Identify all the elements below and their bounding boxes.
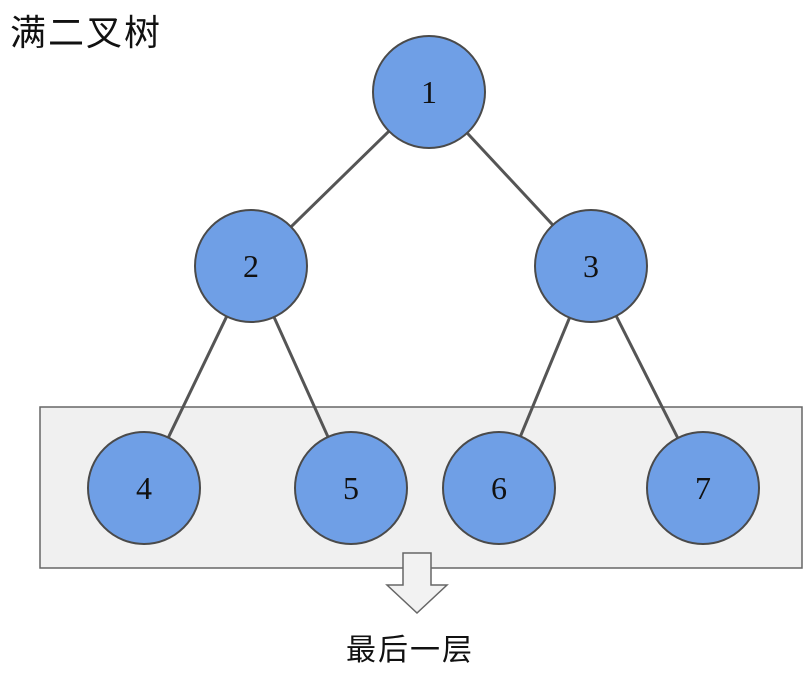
node-label: 7	[695, 470, 711, 506]
edge-3-7	[614, 315, 680, 439]
edge-2-4	[166, 315, 229, 439]
node-label: 5	[343, 470, 359, 506]
diagram-title: 满二叉树	[10, 13, 163, 54]
node-label: 2	[243, 248, 259, 284]
node-label: 4	[136, 470, 152, 506]
tree-node-4: 4	[87, 431, 201, 545]
edges-group	[166, 130, 680, 439]
edge-1-3	[466, 131, 554, 227]
last-level-caption: 最后一层	[346, 633, 474, 668]
tree-node-5: 5	[294, 431, 408, 545]
tree-node-6: 6	[442, 431, 556, 545]
edge-3-6	[519, 317, 571, 437]
down-arrow-icon	[385, 552, 449, 615]
node-circle	[194, 209, 308, 323]
tree-node-7: 7	[646, 431, 760, 545]
node-circle	[442, 431, 556, 545]
edge-2-5	[272, 316, 330, 438]
node-label: 3	[583, 248, 599, 284]
node-circle	[646, 431, 760, 545]
tree-node-3: 3	[534, 209, 648, 323]
node-circle	[534, 209, 648, 323]
edge-1-2	[289, 130, 391, 228]
tree-node-1: 1	[372, 35, 486, 149]
node-circle	[87, 431, 201, 545]
tree-node-2: 2	[194, 209, 308, 323]
node-label: 6	[491, 470, 507, 506]
node-circle	[294, 431, 408, 545]
nodes-group: 1 2 3 4 5 6 7	[87, 35, 760, 545]
node-label: 1	[421, 74, 437, 110]
node-circle	[372, 35, 486, 149]
